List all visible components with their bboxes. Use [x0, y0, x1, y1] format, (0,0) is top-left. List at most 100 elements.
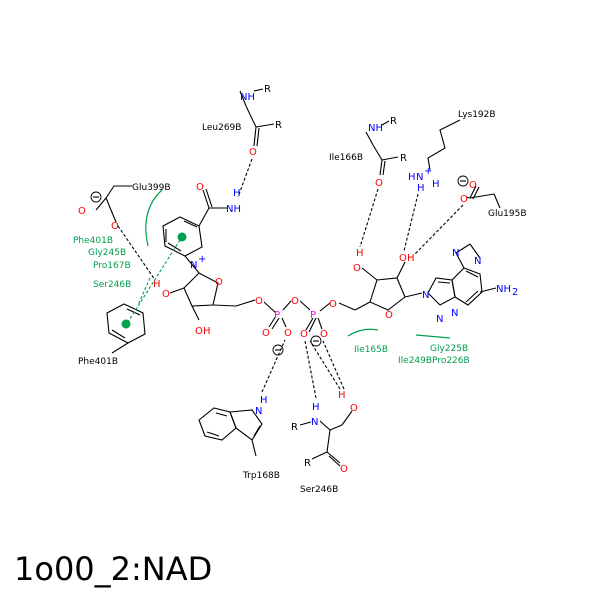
- ile166-nh: NH: [368, 123, 383, 134]
- adenine-n7: N: [436, 314, 443, 325]
- hbond-ile166-o2: [359, 188, 379, 248]
- lys192-n: N: [416, 172, 423, 183]
- bridging-o: O: [291, 296, 299, 307]
- ser246-og-h: H: [338, 390, 346, 401]
- pi-stack-rings: [127, 239, 181, 323]
- adenosine-ribose: O O H O H: [338, 248, 423, 321]
- residue-phe401-ring: Phe401B: [78, 357, 118, 367]
- nribose-o2: O: [162, 289, 170, 300]
- hbond-ser246og-p2b: [322, 340, 345, 390]
- adenine-nh2-sub: 2: [512, 287, 518, 298]
- pyridinium-charge: +: [198, 254, 206, 265]
- residue-gly245: Gly245B: [88, 248, 126, 258]
- page-title: 1o00_2:NAD: [14, 550, 213, 588]
- residue-pro167: Pro167B: [93, 261, 131, 271]
- ile166-o: O: [375, 178, 383, 189]
- p1-o-double: O: [262, 328, 270, 339]
- glu399-fragment: O O Glu399B: [78, 183, 171, 232]
- trp168-h: H: [260, 395, 268, 406]
- aribose-o2-h: H: [356, 248, 364, 259]
- glu399-o1: O: [78, 206, 86, 217]
- adenine-n9: N: [422, 290, 429, 301]
- adenine-n3: N: [474, 256, 481, 267]
- lys192-charge: +: [424, 166, 432, 177]
- phosphorus-2: P: [310, 310, 316, 321]
- residue-gly225: Gly225B: [430, 344, 468, 354]
- arc-glu399: [145, 189, 163, 247]
- glu195-o2: O: [460, 194, 468, 205]
- glu399-o2: O: [111, 221, 119, 232]
- ile166-r2: R: [400, 153, 407, 164]
- residue-ser246-bottom: Ser246B: [300, 485, 338, 495]
- lys192-h-right: H: [432, 179, 440, 190]
- adenine-n1: N: [452, 248, 459, 259]
- lys192-fragment: Lys192B H N + H H: [408, 110, 496, 194]
- ser246-o: O: [340, 464, 348, 475]
- nribose-oh: O: [195, 326, 203, 337]
- lys192-h-bottom: H: [417, 183, 425, 194]
- adenine: N N N N N NH 2: [422, 243, 518, 325]
- hbond-ser246og-p2a: [309, 340, 341, 390]
- ser246-n: N: [311, 417, 318, 428]
- nribose-oh-h: H: [203, 326, 211, 337]
- glu195-fragment: O O Glu195B: [457, 175, 527, 219]
- p2-o-double: O: [300, 329, 308, 340]
- p1-o-minus: O: [284, 328, 292, 339]
- aribose-o3-h: H: [407, 253, 415, 264]
- aribose-o3: O: [399, 253, 407, 264]
- adenine-n-ring: N: [451, 308, 458, 319]
- diphosphate: P P O O O O O O: [262, 296, 337, 356]
- aribose-o2: O: [353, 263, 361, 274]
- amide-o: O: [196, 182, 204, 193]
- leu269-nh: NH: [240, 92, 255, 103]
- residue-ile166: Ile166B: [329, 153, 363, 163]
- lys192-h-left: H: [408, 172, 416, 183]
- amide-h: H: [233, 188, 241, 199]
- trp168-n: N: [255, 406, 262, 417]
- residue-lys192: Lys192B: [458, 110, 496, 120]
- pi-contact-left: [137, 277, 151, 306]
- phosphorus-1: P: [274, 310, 280, 321]
- ile166-fragment: NH R R O Ile166B: [329, 116, 407, 189]
- hydrogen-bonds: [117, 158, 464, 399]
- aribose-ring-o: O: [385, 310, 393, 321]
- o5a: O: [329, 299, 337, 310]
- leu269-fragment: NH R R O Leu269B: [202, 84, 282, 158]
- amide-nh: NH: [226, 204, 241, 215]
- hbond-glu399-o2: [117, 225, 156, 281]
- adenine-nh2: NH: [496, 284, 511, 295]
- residue-ser246-left: Ser246B: [93, 280, 131, 290]
- phe401-ring: Phe401B: [78, 303, 146, 367]
- nribose-o2-h: H: [153, 279, 161, 290]
- ser246-r2: R: [304, 458, 311, 469]
- hbond-leu269-amide: [237, 158, 253, 198]
- pyridinium-n: N: [190, 260, 197, 271]
- arc-ile165: [347, 328, 379, 337]
- o5n: O: [255, 296, 263, 307]
- nicotinamide-ribose: O O O H H O: [153, 272, 263, 337]
- ser246-r1: R: [291, 422, 298, 433]
- nicotinamide-ring: O NH H N +: [162, 182, 241, 274]
- residue-ile249-pro226: Ile249BPro226B: [398, 356, 470, 366]
- hbond-trp168-p1: [261, 339, 286, 393]
- leu269-r1: R: [264, 84, 271, 95]
- hbond-lys192-o3: [403, 193, 419, 252]
- leu269-o: O: [249, 147, 257, 158]
- residue-glu399: Glu399B: [132, 183, 171, 193]
- residue-trp168: Trp168B: [242, 471, 280, 481]
- residue-leu269: Leu269B: [202, 123, 241, 133]
- hbond-ser246n-p2: [304, 340, 317, 399]
- ser246-og: O: [350, 403, 358, 414]
- ser246-nh: H: [312, 402, 320, 413]
- hydrophobic-arcs: [145, 189, 451, 339]
- nribose-ring-o: O: [215, 277, 223, 288]
- trp168-fragment: N H Trp168B: [198, 395, 280, 481]
- arc-gly225: [415, 334, 451, 339]
- ser246-fragment: R N H O H R O Ser246B: [291, 390, 358, 495]
- glu195-o1: O: [469, 180, 477, 191]
- hbond-glu195-o3: [413, 204, 464, 256]
- leu269-r2: R: [275, 120, 282, 131]
- pi-contacts: [127, 239, 181, 323]
- residue-phe401-top: Phe401B: [73, 236, 113, 246]
